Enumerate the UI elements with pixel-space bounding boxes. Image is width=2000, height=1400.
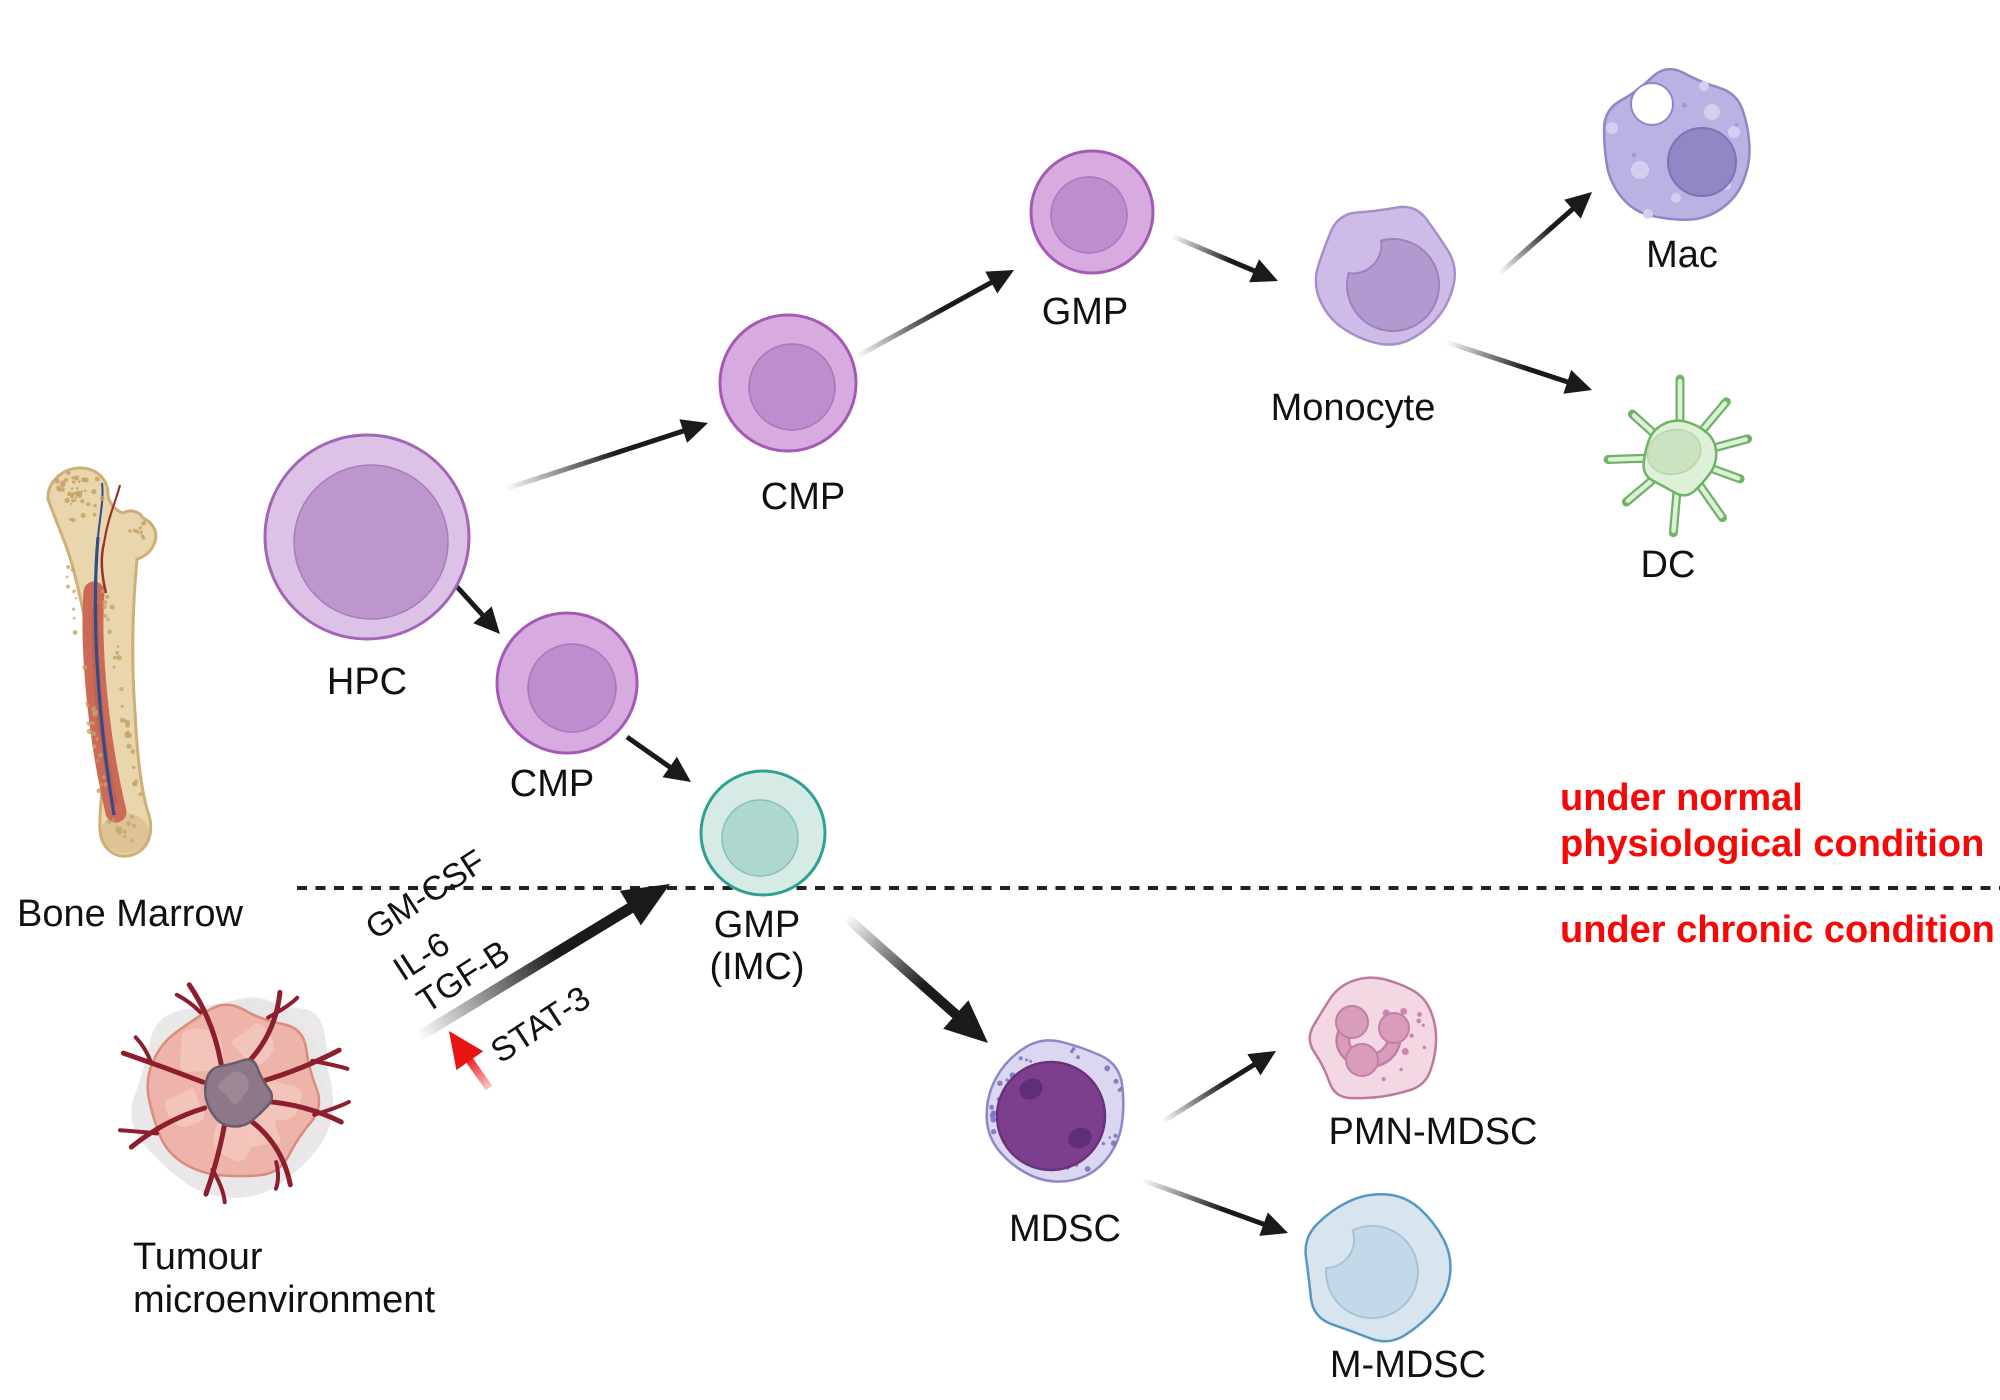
dc-label: DC	[1641, 544, 1696, 586]
arrow-stat3-red	[449, 1031, 493, 1091]
bone-marrow-illustration	[46, 466, 158, 858]
bone-marrow-label: Bone Marrow	[17, 893, 244, 935]
m-mdsc-cell	[1304, 1192, 1452, 1343]
pmn-mdsc-cell	[1308, 976, 1438, 1100]
gmp-cell	[1029, 149, 1155, 275]
arrow-cmp-upper-to-gmp	[854, 270, 1014, 360]
pmn-mdsc-label: PMN-MDSC	[1329, 1111, 1538, 1153]
gmp-imc-label-line2: (IMC)	[710, 946, 805, 988]
arrow-cytokines-to-gmp-imc	[415, 884, 670, 1042]
chronic-condition-label: under chronic condition	[1560, 909, 1995, 951]
diagram-labels: Bone Marrow Tumour microenvironment HPC …	[17, 234, 1995, 1386]
normal-condition-label-line2: physiological condition	[1560, 823, 1984, 865]
arrow-hpc-to-cmp-upper	[504, 419, 708, 492]
cell-illustrations	[263, 67, 1753, 1343]
monocyte-cell	[1314, 205, 1457, 346]
mac-label: Mac	[1646, 234, 1718, 276]
arrow-gmp-to-monocyte	[1171, 233, 1278, 283]
arrow-mdsc-to-m-mdsc	[1141, 1177, 1288, 1236]
differentiation-arrows	[415, 192, 1592, 1236]
arrow-mdsc-to-pmn-mdsc	[1160, 1051, 1276, 1125]
mac-cell	[1602, 67, 1751, 221]
cmp-lower-cell	[495, 611, 639, 755]
dc-cell	[1603, 374, 1753, 538]
tumour-label-line1: Tumour	[133, 1236, 263, 1278]
normal-condition-label-line1: under normal	[1560, 777, 1803, 819]
cmp-lower-label: CMP	[510, 763, 594, 805]
m-mdsc-label: M-MDSC	[1330, 1344, 1486, 1386]
gmp-imc-label-line1: GMP	[714, 904, 801, 946]
arrow-gmp-imc-to-mdsc	[842, 913, 988, 1043]
mdsc-cell	[985, 1039, 1125, 1183]
tumour-microenvironment-illustration	[118, 982, 351, 1205]
gmp-label: GMP	[1042, 291, 1129, 333]
tumour-label-line2: microenvironment	[133, 1279, 435, 1321]
hpc-label: HPC	[327, 661, 407, 703]
arrow-monocyte-to-dc	[1445, 339, 1592, 394]
mac-vacuole	[1630, 82, 1674, 126]
arrow-cmp-lower-to-gmp-imc	[625, 734, 691, 782]
gmp-imc-cell	[699, 769, 827, 897]
mdsc-label: MDSC	[1009, 1208, 1121, 1250]
hpc-cell	[263, 433, 471, 641]
arrow-monocyte-to-mac	[1497, 192, 1592, 276]
monocyte-label: Monocyte	[1271, 387, 1436, 429]
cmp-upper-cell	[718, 313, 858, 453]
cmp-upper-label: CMP	[761, 476, 845, 518]
